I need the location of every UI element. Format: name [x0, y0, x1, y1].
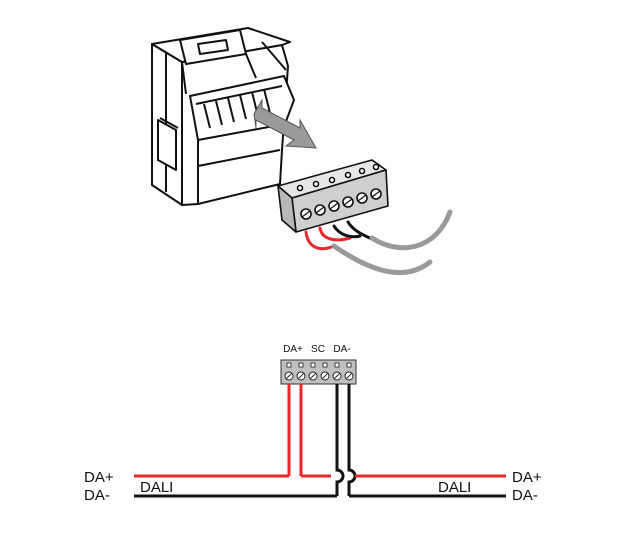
grey-cable-2 — [369, 209, 453, 251]
schematic: DA+ SC DA- — [84, 344, 542, 504]
module-body — [151, 27, 295, 206]
right-da-minus-label: DA- — [512, 487, 538, 504]
insert-arrow — [253, 98, 317, 149]
terminal-plug — [277, 159, 389, 233]
black-wire-1 — [332, 224, 362, 239]
vertical-wires — [287, 384, 357, 496]
right-da-plus-label: DA+ — [512, 469, 542, 486]
terminal-label-da-plus: DA+ — [283, 344, 303, 355]
right-dali-label: DALI — [438, 479, 471, 496]
grey-cable-1 — [331, 243, 433, 275]
terminal-label-da-minus: DA- — [333, 344, 350, 355]
device-illustration — [151, 27, 453, 275]
red-wire-2 — [318, 226, 352, 242]
da-minus-drop-1 — [335, 384, 345, 496]
plug-wires — [304, 209, 453, 275]
left-da-plus-label: DA+ — [84, 469, 114, 486]
da-minus-drop-2 — [347, 384, 357, 496]
left-da-minus-label: DA- — [84, 487, 110, 504]
left-dali-label: DALI — [140, 479, 173, 496]
red-wire-1 — [304, 230, 336, 251]
terminal-label-sc: SC — [311, 344, 325, 355]
terminal-block — [280, 359, 357, 385]
